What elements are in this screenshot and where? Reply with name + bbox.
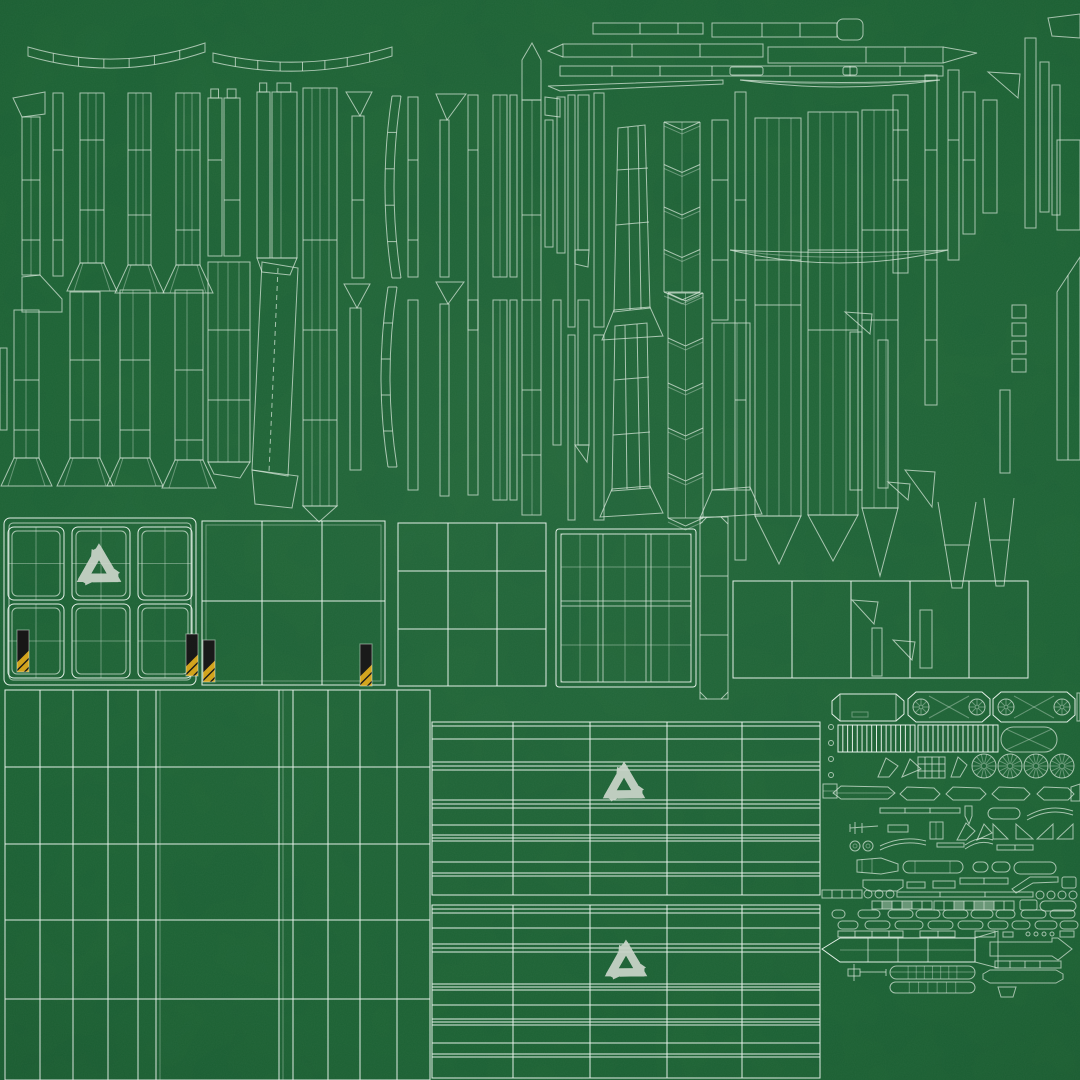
large-grid-panel (4, 689, 431, 1080)
ribbed-wall-panels (431, 721, 821, 1079)
hazard-stripe-bar (17, 630, 29, 672)
hazard-stripe-bar (186, 634, 198, 676)
recycle-symbols (76, 543, 648, 980)
recycle-icon (604, 939, 648, 980)
small-parts-cluster (821, 691, 1080, 998)
hazard-stripe-bars (16, 629, 373, 687)
top-strip-islands (0, 13, 1080, 677)
recycle-icon (76, 543, 122, 586)
hazard-stripe-bar (203, 640, 215, 682)
lid-panel-islands (3, 516, 1029, 700)
hazard-stripe-bar (360, 644, 372, 686)
recycle-icon (602, 761, 646, 802)
